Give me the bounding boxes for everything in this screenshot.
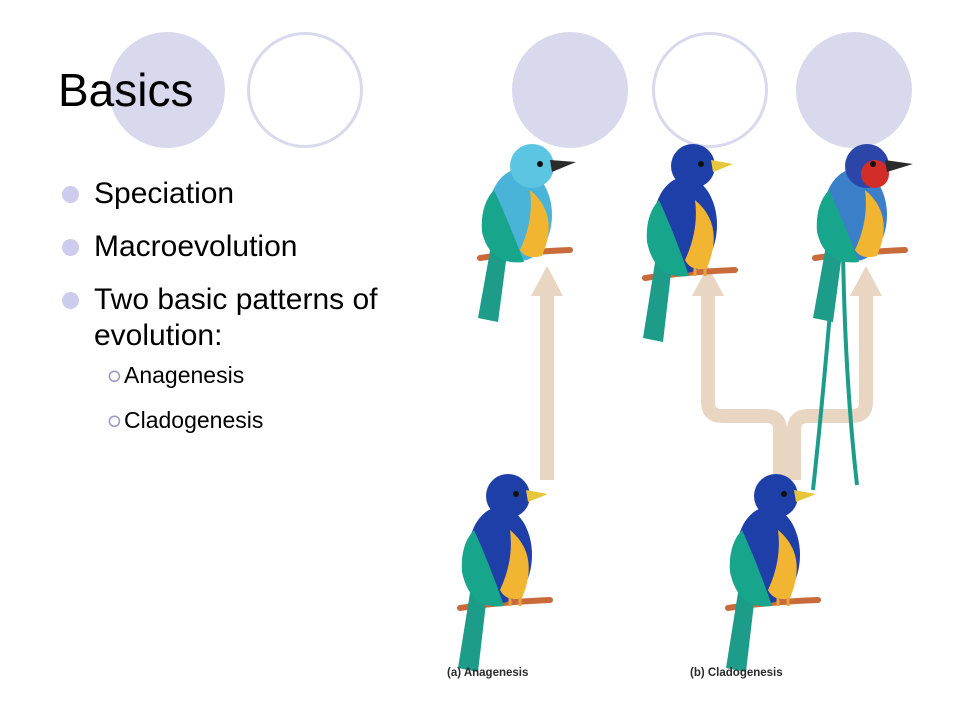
bullet-item: Macroevolution — [62, 229, 462, 265]
decor-circle-4 — [652, 32, 768, 148]
sub-bullet-text: Cladogenesis — [124, 407, 264, 433]
slide-title: Basics — [58, 64, 194, 116]
bullet-text: Macroevolution — [94, 230, 298, 263]
bullet-dot-icon — [62, 186, 79, 203]
bullet-text: Two basic patterns of evolution: — [94, 283, 378, 352]
ancestor-bird-a-illustration — [458, 474, 550, 672]
bullet-text: Speciation — [94, 177, 235, 210]
sub-bullet-text: Anagenesis — [124, 362, 245, 388]
anagenesis-arrow — [531, 266, 563, 480]
descendant-bird-anagenesis-illustration — [477, 144, 576, 322]
bullet-dot-icon — [62, 239, 79, 256]
caption-anagenesis: (a) Anagenesis — [447, 667, 529, 679]
decor-circle-1 — [109, 32, 225, 148]
sub-bullet-list: ⭘ Anagenesis ⭘ Cladogenesis — [108, 362, 462, 434]
decor-circle-3 — [512, 32, 628, 148]
bullet-list: Speciation Macroevolution Two basic patt… — [62, 176, 462, 452]
descendant-bird-clado-2-illustration — [811, 144, 913, 491]
sub-bullet-item: ⭘ Anagenesis — [108, 362, 462, 389]
descendant-bird-clado-1-illustration — [643, 144, 735, 342]
cladogenesis-arrow — [692, 266, 882, 480]
bullet-item: Speciation — [62, 176, 462, 212]
decor-circle-5 — [796, 32, 912, 148]
evolution-figure — [430, 130, 913, 710]
sub-bullet-icon: ⭘ — [108, 369, 121, 386]
decor-circle-2 — [247, 32, 363, 148]
bullet-dot-icon — [62, 292, 79, 309]
sub-bullet-item: ⭘ Cladogenesis — [108, 407, 462, 434]
sub-bullet-icon: ⭘ — [108, 414, 121, 431]
caption-cladogenesis: (b) Cladogenesis — [690, 667, 783, 679]
ancestor-bird-b-illustration — [726, 474, 818, 672]
bullet-item: Two basic patterns of evolution: ⭘ Anage… — [62, 282, 462, 434]
